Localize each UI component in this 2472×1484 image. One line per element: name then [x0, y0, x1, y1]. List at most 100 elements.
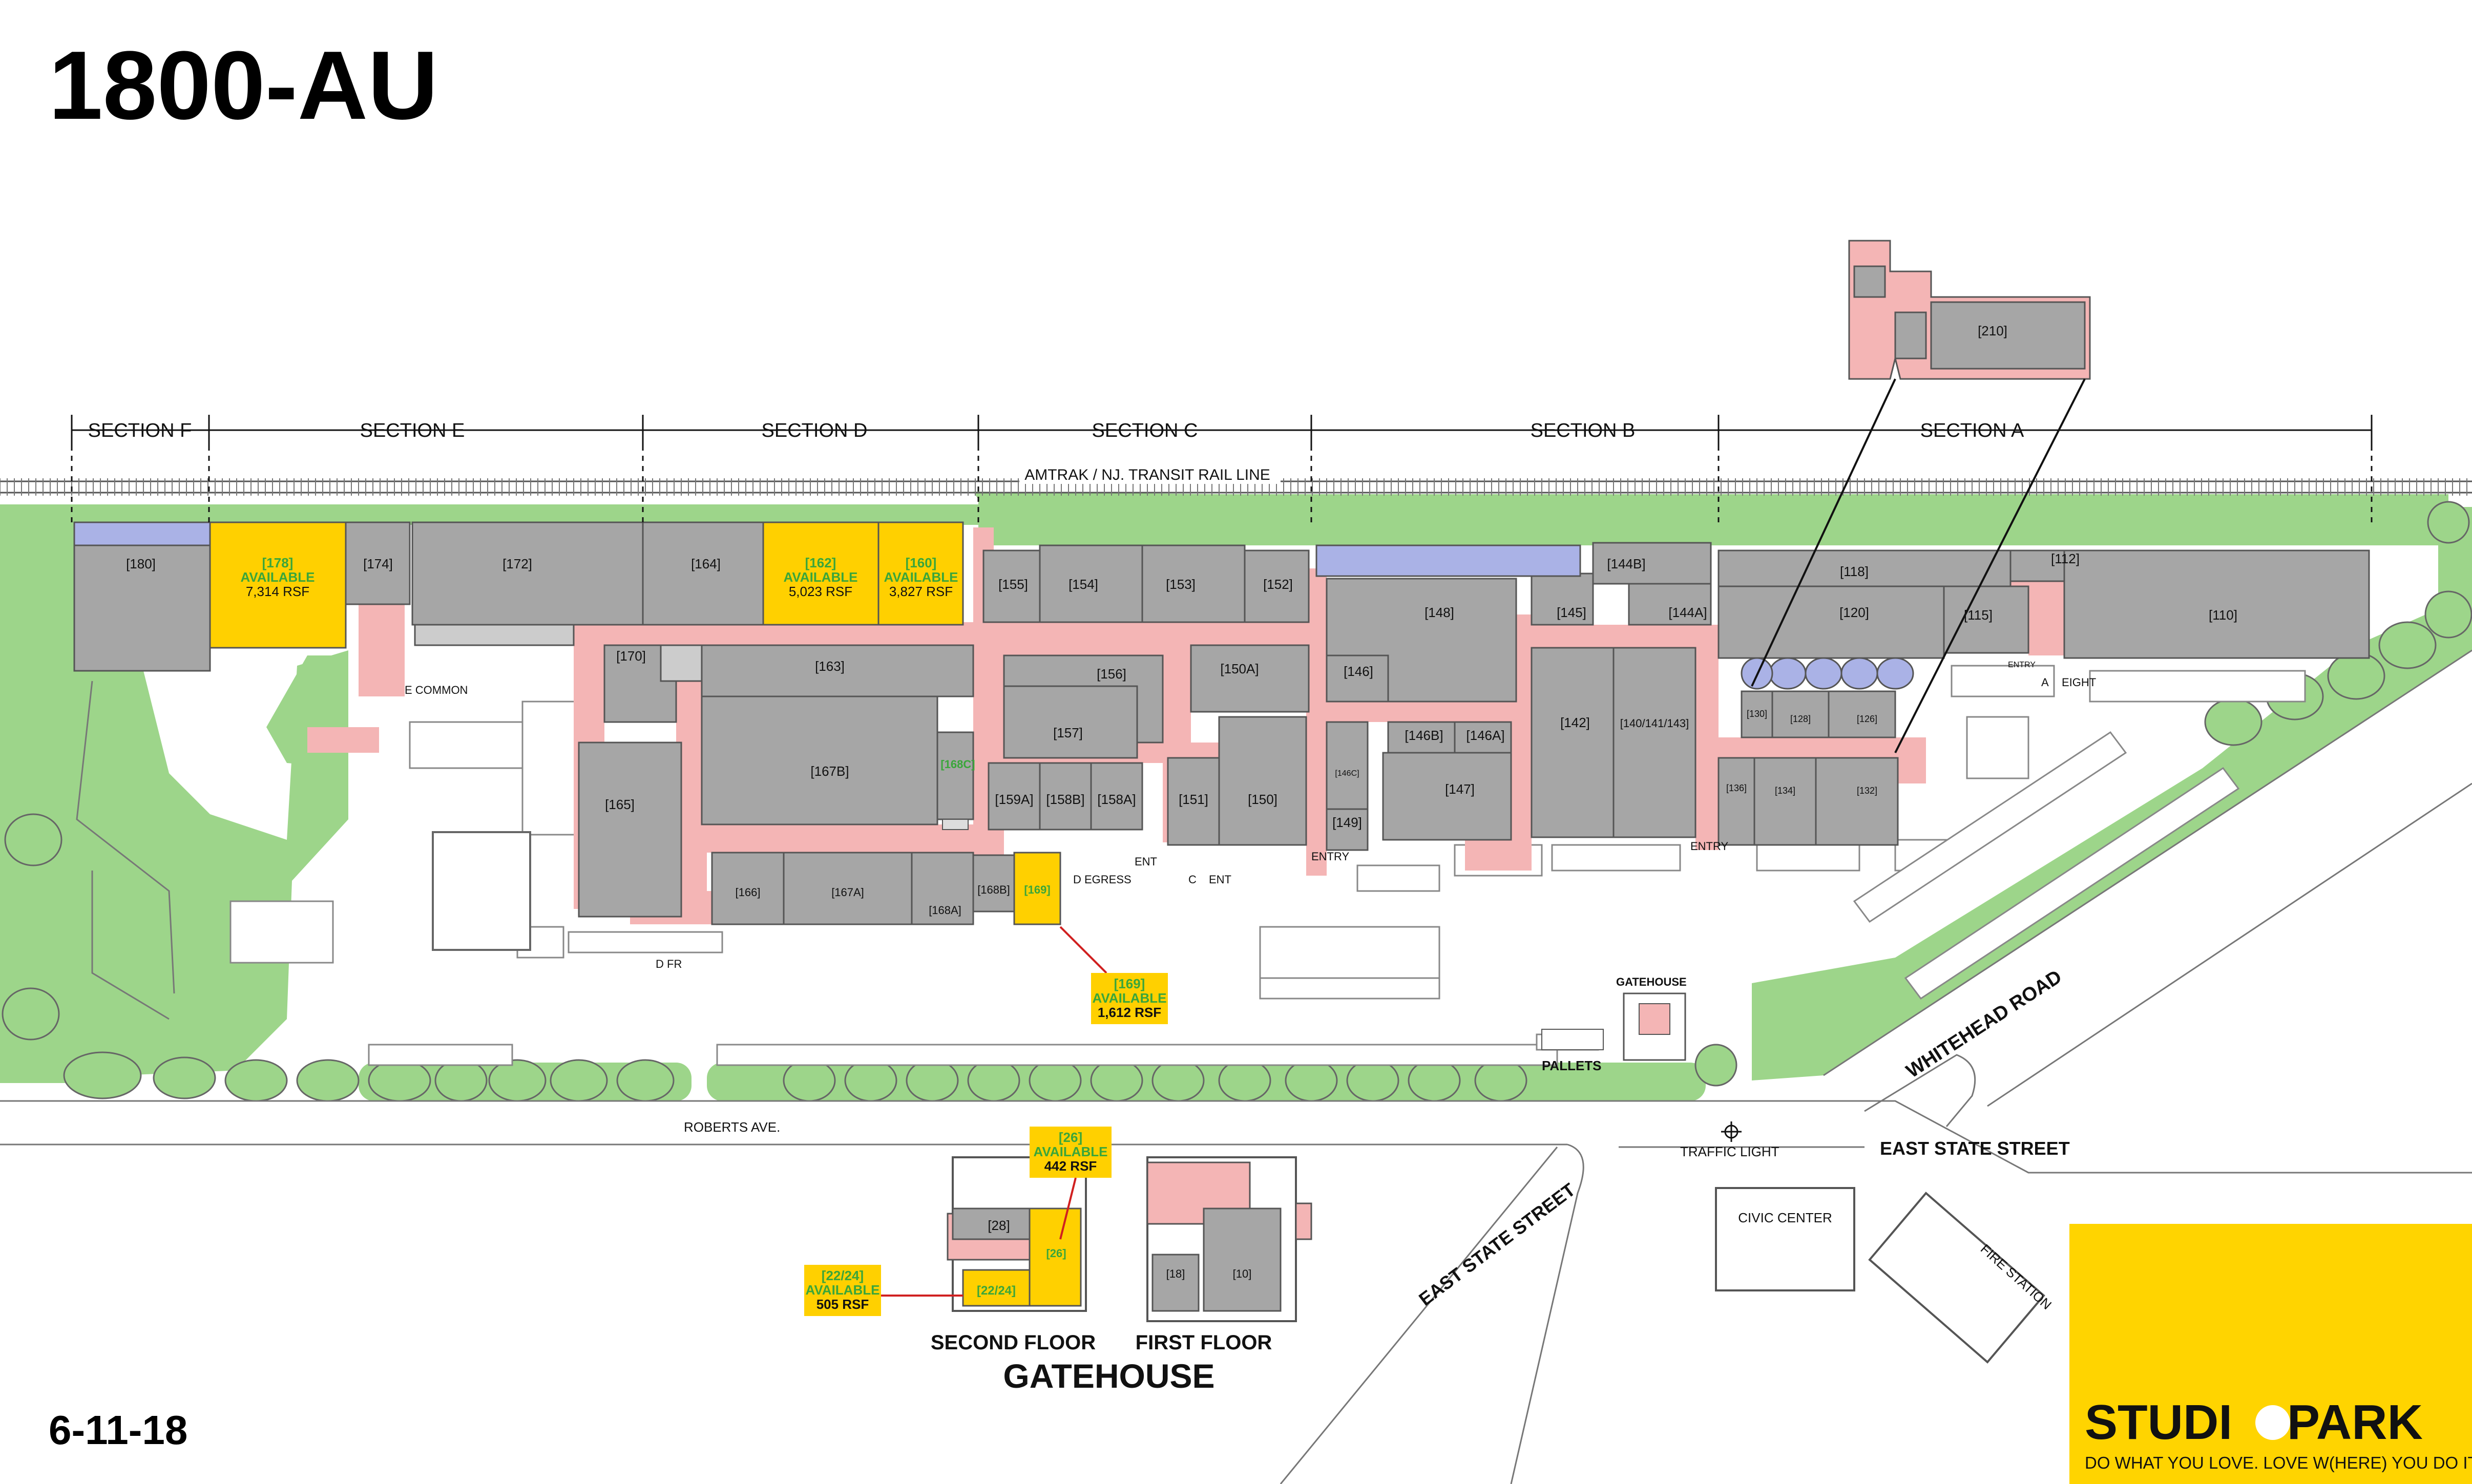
unit-140-141-143	[1612, 647, 1696, 838]
unit-label: [163]	[815, 659, 845, 674]
available-status: AVAILABLE	[784, 569, 858, 585]
unit-149	[1326, 808, 1369, 851]
unit-120	[1717, 585, 1945, 659]
unit-label: [154]	[1069, 577, 1098, 592]
logo-tagline-b: YOU DO IT.	[2387, 1453, 2472, 1472]
unit-label: [126]	[1857, 714, 1877, 724]
unit-169-available[interactable]	[1013, 852, 1061, 925]
tank	[1805, 657, 1842, 690]
unit-label: [152]	[1263, 577, 1293, 592]
unit-label: [167B]	[810, 764, 849, 779]
section-f-label: SECTION F	[88, 420, 192, 441]
unit-label: [140/141/143]	[1620, 717, 1689, 730]
unit-label: [147]	[1445, 781, 1475, 797]
available-unit: [178]	[262, 555, 294, 570]
unit-178-available[interactable]	[209, 521, 347, 649]
unit-167a	[783, 852, 913, 925]
logo-name-left: STUDI	[2085, 1395, 2232, 1450]
unit-136	[1717, 757, 1755, 846]
tree	[2327, 652, 2385, 700]
parking-lot	[568, 931, 723, 953]
available-status: AVAILABLE	[1093, 990, 1167, 1006]
unit-168c	[936, 731, 974, 820]
tree	[153, 1056, 216, 1099]
leader-169	[1059, 926, 1107, 974]
unit-label: [156]	[1097, 666, 1126, 682]
unit-label: [174]	[363, 556, 393, 571]
unit-label: [150A]	[1220, 661, 1259, 676]
gatehouse-second-floor-plan	[947, 1156, 1087, 1312]
unit-label: [10]	[1233, 1267, 1252, 1280]
unit-151	[1167, 757, 1220, 846]
east-state-street-edge	[1711, 1100, 2472, 1174]
available-unit: [169]	[1114, 976, 1145, 991]
unit-label: [151]	[1179, 792, 1208, 807]
gatehouse-site-label: GATEHOUSE	[1616, 976, 1687, 988]
roberts-ave-label: ROBERTS AVE.	[684, 1119, 780, 1135]
page-title: 1800-AU	[49, 31, 438, 140]
tree	[1218, 1059, 1271, 1102]
unit-label: [146]	[1344, 664, 1373, 679]
gatehouse-core	[1639, 1003, 1670, 1035]
unit-label: [26]	[1046, 1247, 1066, 1260]
entry-b-label: ENTRY	[1311, 850, 1349, 863]
unit-label: [115]	[1964, 607, 1993, 623]
unit-28	[952, 1207, 1031, 1240]
unit-172	[411, 521, 644, 626]
available-area: 5,023 RSF	[789, 584, 852, 599]
tree	[4, 813, 62, 866]
unit-210	[1930, 301, 2086, 370]
callout-22-24	[804, 1265, 881, 1316]
inset-room	[1894, 311, 1927, 359]
unit-18	[1151, 1254, 1200, 1312]
pallets-label: PALLETS	[1542, 1058, 1602, 1073]
tree	[224, 1059, 288, 1102]
logo-tagline-here: (HERE)	[2329, 1453, 2387, 1472]
unit-132	[1815, 757, 1899, 846]
e-common-label: E COMMON	[405, 684, 468, 696]
parking-edge	[76, 681, 175, 994]
first-floor-label: FIRST FLOOR	[1136, 1331, 1272, 1354]
civic-center-building	[1715, 1187, 1855, 1291]
unit-label: [158A]	[1097, 792, 1136, 807]
drive-loop	[1864, 1054, 1976, 1127]
c-entry-label: ENT	[1209, 873, 1231, 886]
date-label: 6-11-18	[49, 1407, 187, 1453]
unit-118	[1717, 549, 2012, 587]
fire-station-building	[1868, 1192, 2045, 1364]
parking-lot	[1259, 926, 1440, 979]
logo-o-icon	[2255, 1405, 2290, 1440]
unit-168b	[972, 854, 1015, 913]
unit-label: [18]	[1166, 1267, 1185, 1280]
section-b-label: SECTION B	[1531, 420, 1636, 441]
unit-26-available[interactable]	[1029, 1207, 1082, 1307]
unit-150a	[1190, 644, 1310, 713]
unit-label: [128]	[1790, 714, 1811, 724]
logo-tagline: DO WHAT YOU LOVE. LOVE W(HERE) YOU DO IT…	[2085, 1453, 2472, 1472]
unit-10	[1203, 1207, 1282, 1312]
tree	[2427, 501, 2470, 544]
units-available	[209, 521, 1061, 925]
parking-edge	[91, 871, 170, 1020]
tree	[1694, 1044, 1737, 1087]
unit-160-available[interactable]	[877, 521, 964, 626]
section-labels: SECTION F SECTION E SECTION D SECTION C …	[88, 420, 2024, 441]
blue-area-b	[1315, 544, 1581, 577]
unit-128	[1771, 690, 1830, 738]
corridor	[1311, 702, 1526, 722]
parking-diagonal	[1853, 731, 2240, 1000]
unit-164	[642, 521, 764, 626]
available-status: AVAILABLE	[806, 1282, 880, 1298]
unit-label: [132]	[1857, 786, 1877, 796]
tree	[967, 1059, 1020, 1102]
unit-162-available[interactable]	[762, 521, 879, 626]
unit-label: [153]	[1166, 577, 1196, 592]
unit-130	[1741, 690, 1773, 738]
tree	[550, 1059, 608, 1102]
unit-157	[1003, 685, 1138, 759]
tree	[1090, 1059, 1143, 1102]
c-label: C	[1188, 873, 1197, 886]
logo-tagline-a: DO WHAT YOU LOVE. LOVE W	[2085, 1453, 2330, 1472]
unit-22-24-available[interactable]	[962, 1269, 1031, 1307]
